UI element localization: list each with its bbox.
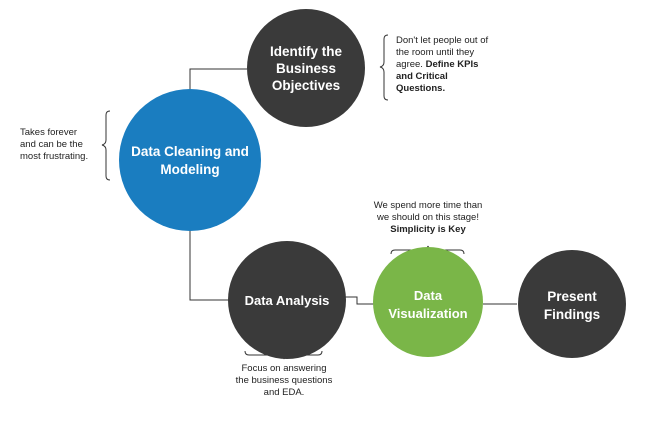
note-identify-bold: Questions. bbox=[396, 83, 446, 94]
bracket-identify-note bbox=[379, 34, 389, 101]
node-cleaning-line2: Modeling bbox=[160, 162, 219, 177]
node-present-line1: Present bbox=[547, 289, 597, 304]
node-data-analysis: Data Analysis bbox=[228, 241, 346, 359]
note-cleaning-line: most frustrating. bbox=[20, 151, 89, 162]
note-cleaning-line: and can be the bbox=[20, 139, 83, 150]
note-analysis-line: the business questions bbox=[235, 375, 333, 386]
connector-analysis-visualization bbox=[345, 296, 374, 305]
node-identify-line2: Business bbox=[276, 61, 336, 76]
note-identify-bold: and Critical bbox=[396, 71, 448, 82]
connector-cleaning-analysis bbox=[189, 226, 230, 301]
node-visualization-circle bbox=[373, 247, 483, 357]
note-analysis-line: and EDA. bbox=[263, 387, 305, 398]
bracket-visualization-note bbox=[390, 245, 465, 255]
note-visualization-line: We spend more time than bbox=[373, 200, 483, 211]
note-data-cleaning: Takes forever and can be the most frustr… bbox=[20, 127, 105, 163]
note-data-visualization: We spend more time than we should on thi… bbox=[358, 200, 498, 236]
note-identify-line: Questions. bbox=[396, 83, 526, 95]
node-visualization-line2: Visualization bbox=[388, 306, 467, 321]
node-present-findings: Present Findings bbox=[518, 250, 626, 358]
node-present-circle bbox=[518, 250, 626, 358]
note-visualization-bold: Simplicity is Key bbox=[390, 224, 466, 235]
node-identify-line1: Identify the bbox=[270, 44, 342, 59]
node-cleaning-circle bbox=[119, 89, 261, 231]
node-cleaning-line1: Data Cleaning and bbox=[131, 144, 249, 159]
node-data-visualization: Data Visualization bbox=[373, 247, 483, 357]
bracket-analysis-note bbox=[244, 350, 323, 360]
note-identify-line: agree. Define KPIs bbox=[396, 59, 526, 71]
note-identify-line: Don't let people out of bbox=[396, 35, 489, 46]
node-visualization-line1: Data bbox=[414, 288, 443, 303]
note-data-analysis: Focus on answering the business question… bbox=[218, 363, 350, 399]
note-visualization-line: Simplicity is Key bbox=[358, 224, 498, 236]
note-identify-bold: Define KPIs bbox=[425, 59, 479, 70]
note-analysis-line: Focus on answering bbox=[241, 363, 327, 374]
bracket-cleaning-note bbox=[101, 110, 111, 181]
node-identify-objectives: Identify the Business Objectives bbox=[247, 9, 365, 127]
note-cleaning-line: Takes forever bbox=[20, 127, 78, 138]
node-present-line2: Findings bbox=[544, 307, 600, 322]
node-analysis-circle bbox=[228, 241, 346, 359]
node-analysis-line1: Data Analysis bbox=[245, 293, 330, 308]
note-visualization-line: we should on this stage! bbox=[377, 212, 479, 223]
note-identify-line: and Critical bbox=[396, 71, 526, 83]
node-identify-circle bbox=[247, 9, 365, 127]
node-identify-line3: Objectives bbox=[272, 78, 340, 93]
note-identify-line: the room until they bbox=[396, 47, 475, 58]
note-identify-objectives: Don't let people out of the room until t… bbox=[396, 35, 526, 95]
note-identify-text: agree. bbox=[396, 59, 426, 70]
connector-cleaning-identify bbox=[189, 68, 247, 96]
node-data-cleaning: Data Cleaning and Modeling bbox=[119, 89, 261, 231]
